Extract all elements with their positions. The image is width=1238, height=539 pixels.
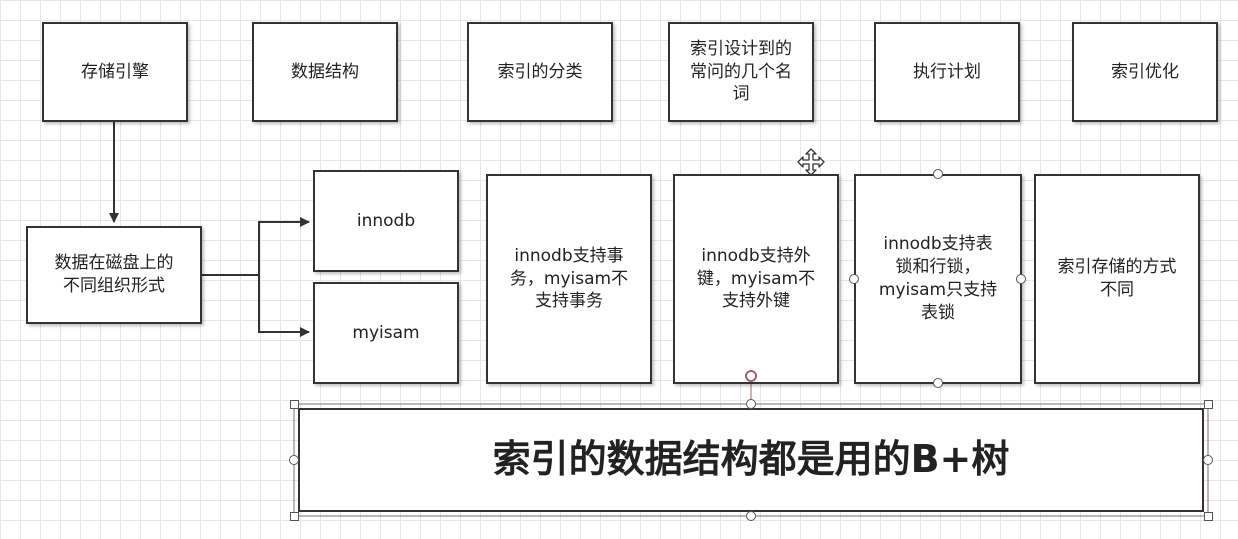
conclusion-box[interactable]: 索引的数据结构都是用的B+树 — [298, 408, 1204, 512]
transactions-label: innodb支持事 务，myisam不 支持事务 — [509, 245, 629, 312]
innodb-box[interactable]: innodb — [313, 170, 459, 272]
edge-description-to-myisam — [258, 275, 310, 337]
resize-handle-top[interactable] — [746, 399, 756, 409]
index-optimization-box[interactable]: 索引优化 — [1072, 22, 1218, 122]
index-storage-box[interactable]: 索引存储的方式 不同 — [1034, 174, 1200, 384]
transactions-box[interactable]: innodb支持事 务，myisam不 支持事务 — [486, 174, 652, 384]
locks-label: innodb支持表 锁和行锁， myisam只支持 表锁 — [878, 234, 998, 323]
resize-handle-top-left[interactable] — [290, 400, 299, 409]
index-terms-box[interactable]: 索引设计到的 常问的几个名 词 — [668, 22, 814, 122]
data-structure-box[interactable]: 数据结构 — [252, 22, 398, 122]
resize-handle-right[interactable] — [1203, 455, 1213, 465]
move-cursor-icon — [797, 148, 825, 176]
innodb-label: innodb — [356, 210, 416, 231]
resize-handle-bottom[interactable] — [746, 511, 756, 521]
conclusion-label: 索引的数据结构都是用的B+树 — [492, 437, 1010, 482]
connection-point-left[interactable] — [849, 274, 859, 284]
execution-plan-box[interactable]: 执行计划 — [874, 22, 1020, 122]
locks-box[interactable]: innodb支持表 锁和行锁， myisam只支持 表锁 — [854, 174, 1022, 384]
index-storage-label: 索引存储的方式 不同 — [1057, 257, 1177, 300]
index-optimization-label: 索引优化 — [1111, 61, 1179, 82]
data-structure-label: 数据结构 — [291, 61, 359, 82]
index-terms-label: 索引设计到的 常问的几个名 词 — [690, 38, 792, 105]
resize-handle-bottom-right[interactable] — [1204, 512, 1213, 521]
connection-point-right[interactable] — [1016, 274, 1026, 284]
index-classification-label: 索引的分类 — [497, 61, 583, 82]
disk-organization-box[interactable]: 数据在磁盘上的 不同组织形式 — [26, 226, 202, 324]
edge-description-to-innodb — [202, 217, 310, 276]
execution-plan-label: 执行计划 — [913, 61, 981, 82]
myisam-box[interactable]: myisam — [313, 282, 459, 384]
storage-engine-label: 存储引擎 — [81, 61, 149, 82]
resize-handle-bottom-left[interactable] — [290, 512, 299, 521]
rotate-handle[interactable] — [745, 370, 757, 382]
connection-point-bottom[interactable] — [933, 378, 943, 388]
myisam-label: myisam — [352, 322, 420, 343]
storage-engine-box[interactable]: 存储引擎 — [42, 22, 188, 122]
resize-handle-top-right[interactable] — [1204, 400, 1213, 409]
foreign-keys-label: innodb支持外 键，myisam不 支持外键 — [696, 245, 816, 312]
index-classification-box[interactable]: 索引的分类 — [467, 22, 613, 122]
disk-organization-label: 数据在磁盘上的 不同组织形式 — [54, 253, 174, 296]
foreign-keys-box[interactable]: innodb支持外 键，myisam不 支持外键 — [673, 174, 839, 384]
resize-handle-left[interactable] — [289, 455, 299, 465]
connection-point-top[interactable] — [933, 169, 943, 179]
